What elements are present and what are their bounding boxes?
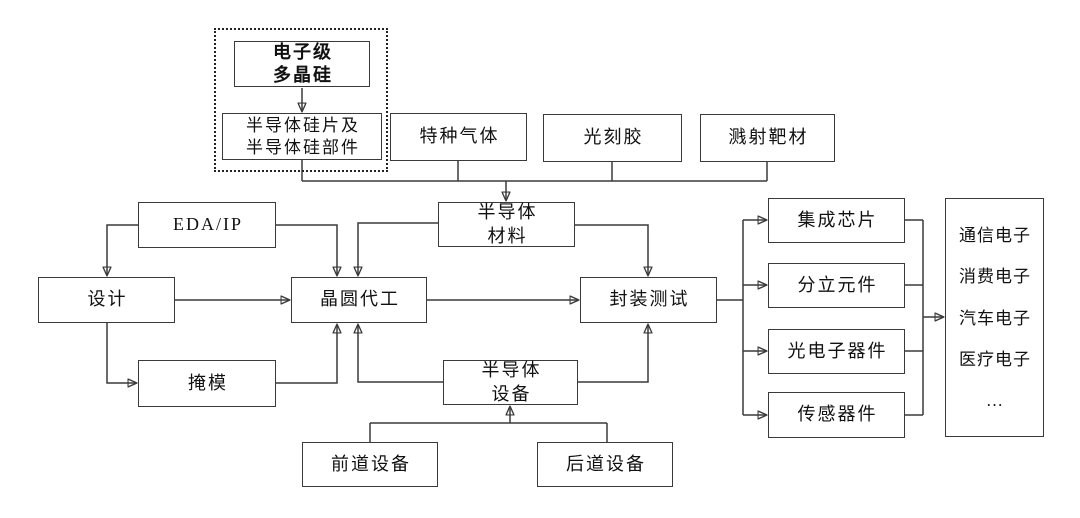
connector-materials-to-foundry — [358, 222, 438, 275]
node-label: 掩模 — [188, 372, 228, 393]
node-discrete-components: 分立元件 — [768, 263, 905, 308]
node-semiconductor-equipment: 半导体 设备 — [443, 360, 578, 405]
connector-packaging-to-products — [717, 220, 766, 415]
application-item: 通信电子 — [959, 226, 1031, 245]
node-special-gases: 特种气体 — [390, 113, 527, 161]
node-label: 半导体硅片及 半导体硅部件 — [246, 115, 360, 157]
node-label: 光电子器件 — [787, 340, 888, 361]
connector-mask-to-foundry — [276, 325, 337, 384]
node-semiconductor-materials: 半导体 材料 — [438, 202, 575, 247]
silicon-group-outline — [214, 28, 388, 172]
node-electronic-grade-polysilicon: 电子级 多晶硅 — [234, 41, 370, 87]
connector-materials-bus — [301, 160, 768, 200]
node-label: 集成芯片 — [797, 209, 878, 230]
connector-edaip-to-foundry — [276, 224, 337, 275]
connector-edaip-to-design — [107, 224, 138, 275]
node-label: 设计 — [87, 289, 128, 310]
application-item: 消费电子 — [959, 267, 1031, 287]
node-label: 分立元件 — [797, 274, 878, 295]
application-item: 医疗电子 — [959, 349, 1031, 369]
node-label: 电子级 多晶硅 — [273, 41, 333, 85]
node-label: 传感器件 — [797, 404, 878, 425]
node-sensor-devices: 传感器件 — [768, 392, 905, 438]
node-semiconductor-silicon-wafer: 半导体硅片及 半导体硅部件 — [222, 113, 382, 160]
node-photoresist: 光刻胶 — [543, 114, 682, 162]
connector-products-to-applications — [905, 219, 943, 416]
node-label: 后道设备 — [566, 453, 646, 474]
node-wafer-foundry: 晶圆代工 — [291, 277, 427, 323]
node-label: 溅射靶材 — [728, 127, 809, 148]
node-label: 特种气体 — [419, 126, 500, 147]
application-item-ellipsis: … — [986, 391, 1004, 411]
node-label: 半导体 设备 — [481, 360, 542, 404]
node-backend-equipment: 后道设备 — [537, 442, 673, 487]
node-label: 前道设备 — [331, 453, 411, 474]
node-mask: 掩模 — [138, 360, 276, 407]
node-eda-ip: EDA/IP — [138, 202, 276, 248]
node-label: 晶圆代工 — [320, 289, 400, 310]
connector-equipment-bus — [369, 407, 608, 442]
connector-equipment-to-foundry — [358, 325, 443, 383]
node-packaging-testing: 封装测试 — [580, 277, 717, 323]
node-optoelectronic-devices: 光电子器件 — [768, 329, 905, 374]
node-label: EDA/IP — [173, 214, 243, 235]
connector-equipment-to-packaging — [578, 325, 648, 383]
node-application-fields: 通信电子 消费电子 汽车电子 医疗电子 … — [945, 198, 1044, 437]
node-frontend-equipment: 前道设备 — [302, 442, 438, 487]
connector-materials-to-packaging — [575, 224, 648, 275]
node-label: 光刻胶 — [583, 127, 644, 148]
node-label: 封装测试 — [609, 289, 690, 310]
node-design: 设计 — [38, 277, 175, 323]
connector-design-to-mask — [106, 323, 136, 383]
node-label: 半导体 材料 — [477, 202, 538, 246]
node-integrated-chips: 集成芯片 — [768, 198, 905, 243]
application-item: 汽车电子 — [959, 308, 1031, 328]
node-sputtering-target: 溅射靶材 — [700, 114, 835, 162]
